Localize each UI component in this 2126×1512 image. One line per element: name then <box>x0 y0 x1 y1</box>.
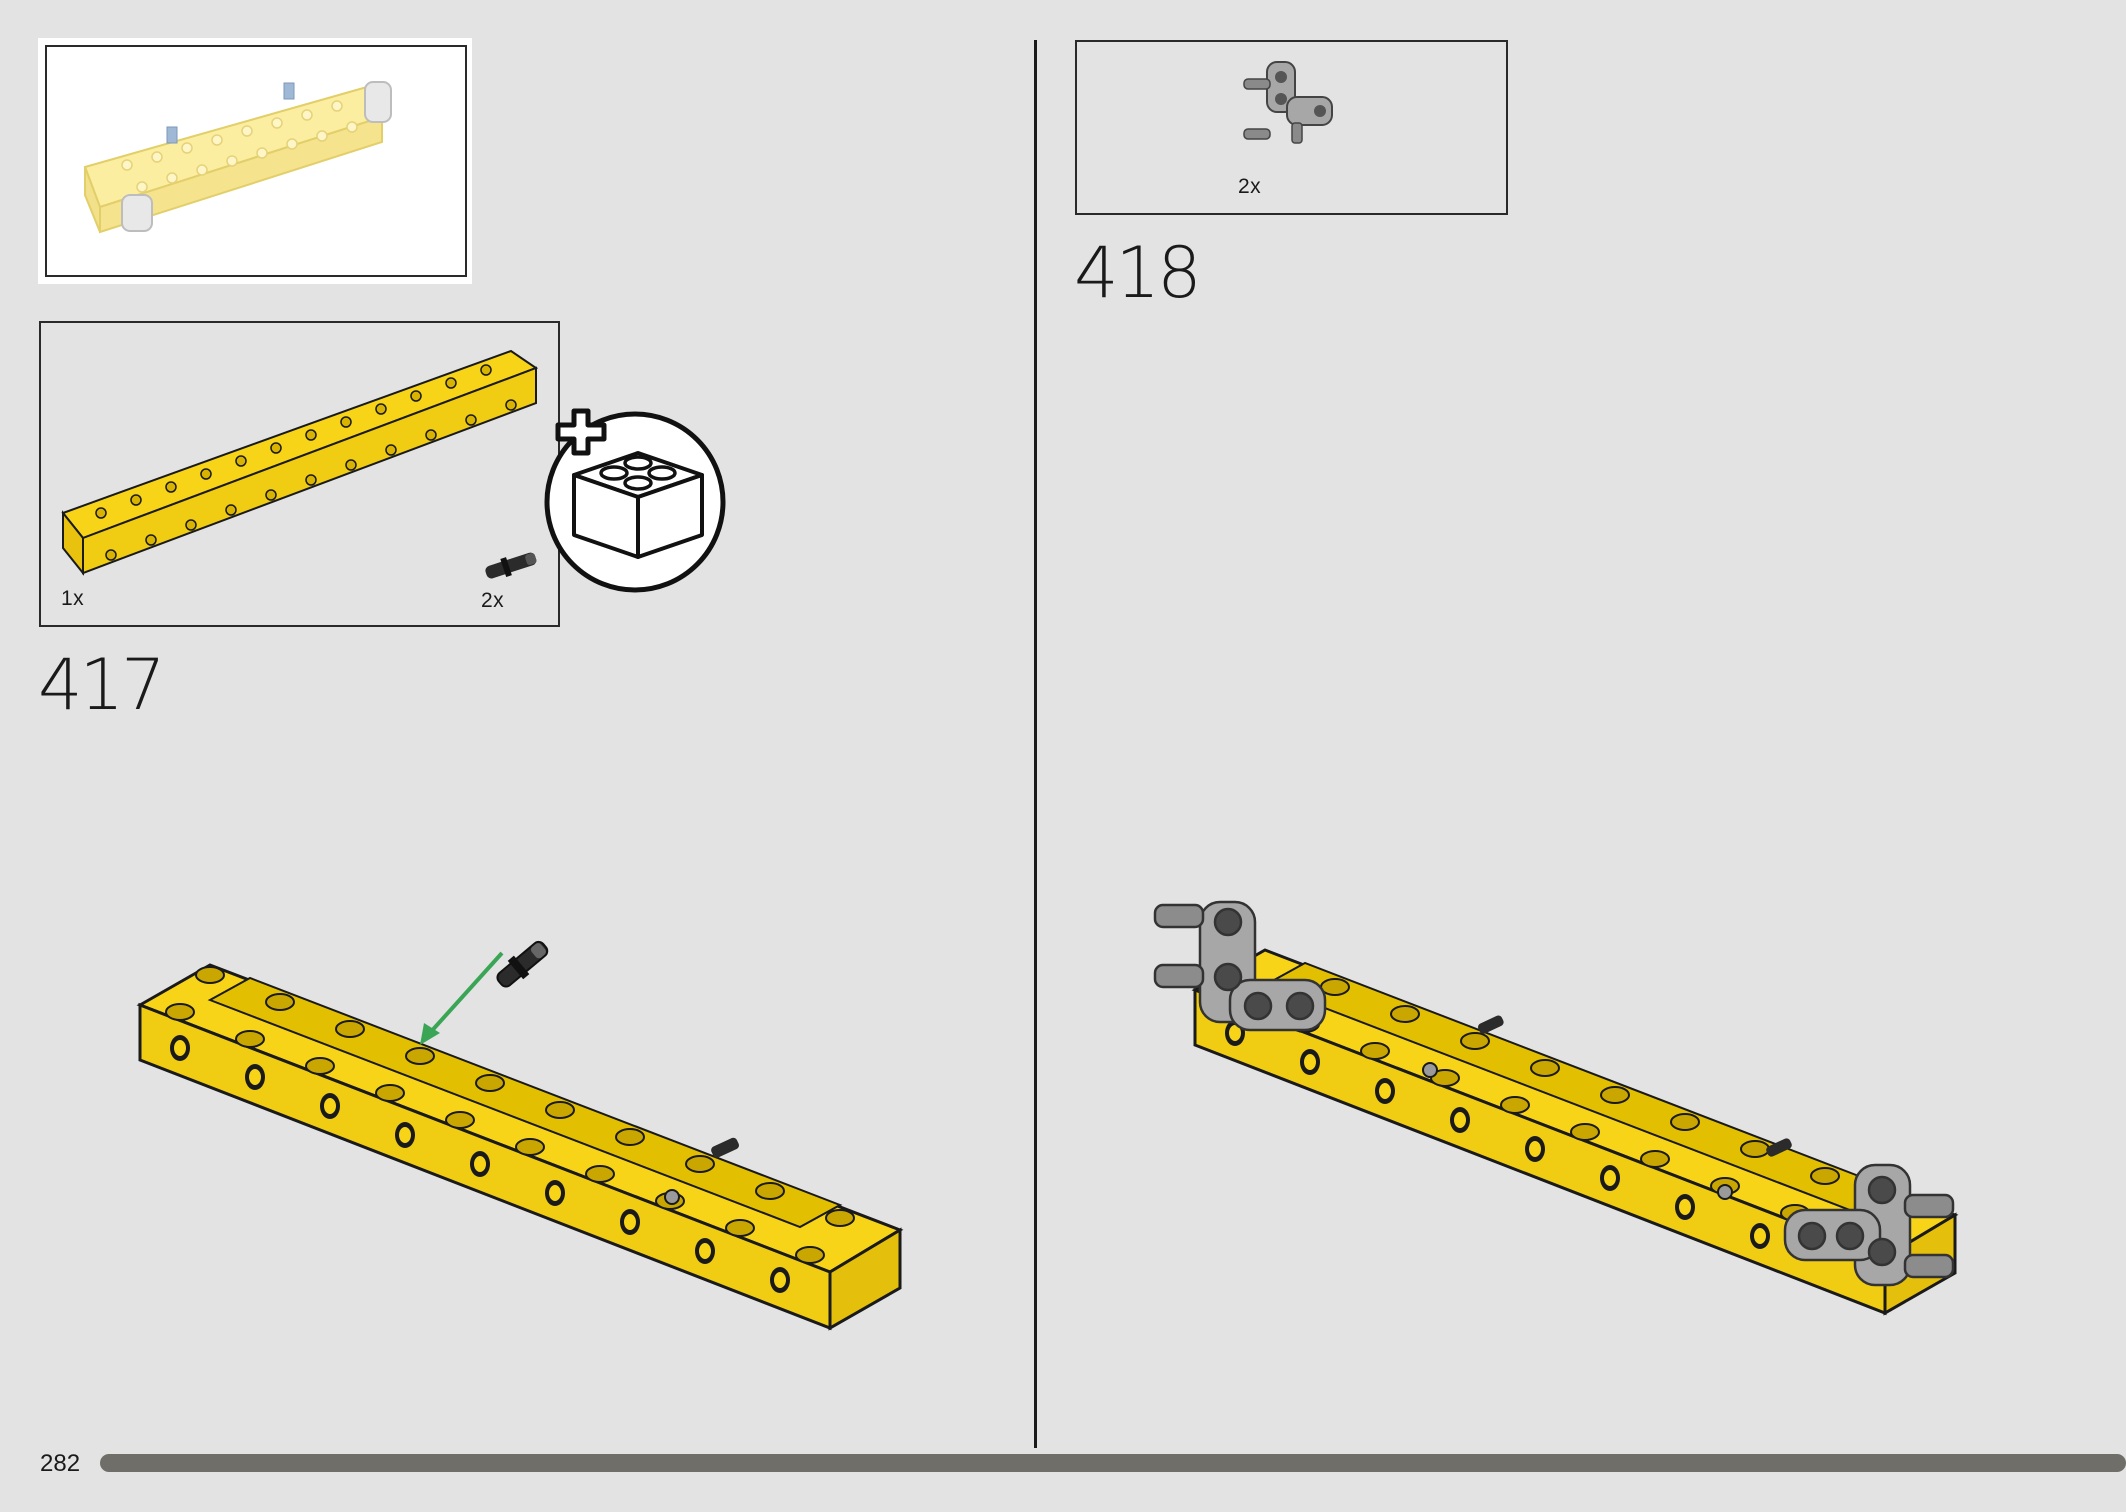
page-number: 282 <box>40 1450 81 1477</box>
submodel-preview-frame <box>45 45 467 277</box>
left-grey-connector <box>1153 900 1327 1032</box>
black-pin-qty: 2x <box>481 589 505 612</box>
progress-bar <box>100 1454 2126 1472</box>
floating-pin <box>496 940 549 988</box>
insertion-arrow <box>420 951 504 1045</box>
grey-connector-qty: 2x <box>1238 175 1262 198</box>
step-417-illustration <box>136 963 904 1331</box>
submodel-illustration <box>83 81 392 234</box>
page-divider <box>1034 40 1037 1448</box>
yellow-frame-qty: 1x <box>61 587 85 610</box>
add-bricks-icon <box>544 408 726 593</box>
right-grey-connector <box>1783 1163 1955 1287</box>
step-number-417: 417 <box>38 644 166 726</box>
step-418-illustration <box>1153 900 1959 1316</box>
black-pin-part <box>485 552 537 579</box>
step-417-parts-list: 1x 2x <box>39 321 560 627</box>
grey-connector-part <box>1243 61 1333 144</box>
yellow-frame-part <box>61 349 539 576</box>
step-number-418: 418 <box>1074 232 1202 314</box>
step-418-parts-list: 2x <box>1075 40 1508 215</box>
